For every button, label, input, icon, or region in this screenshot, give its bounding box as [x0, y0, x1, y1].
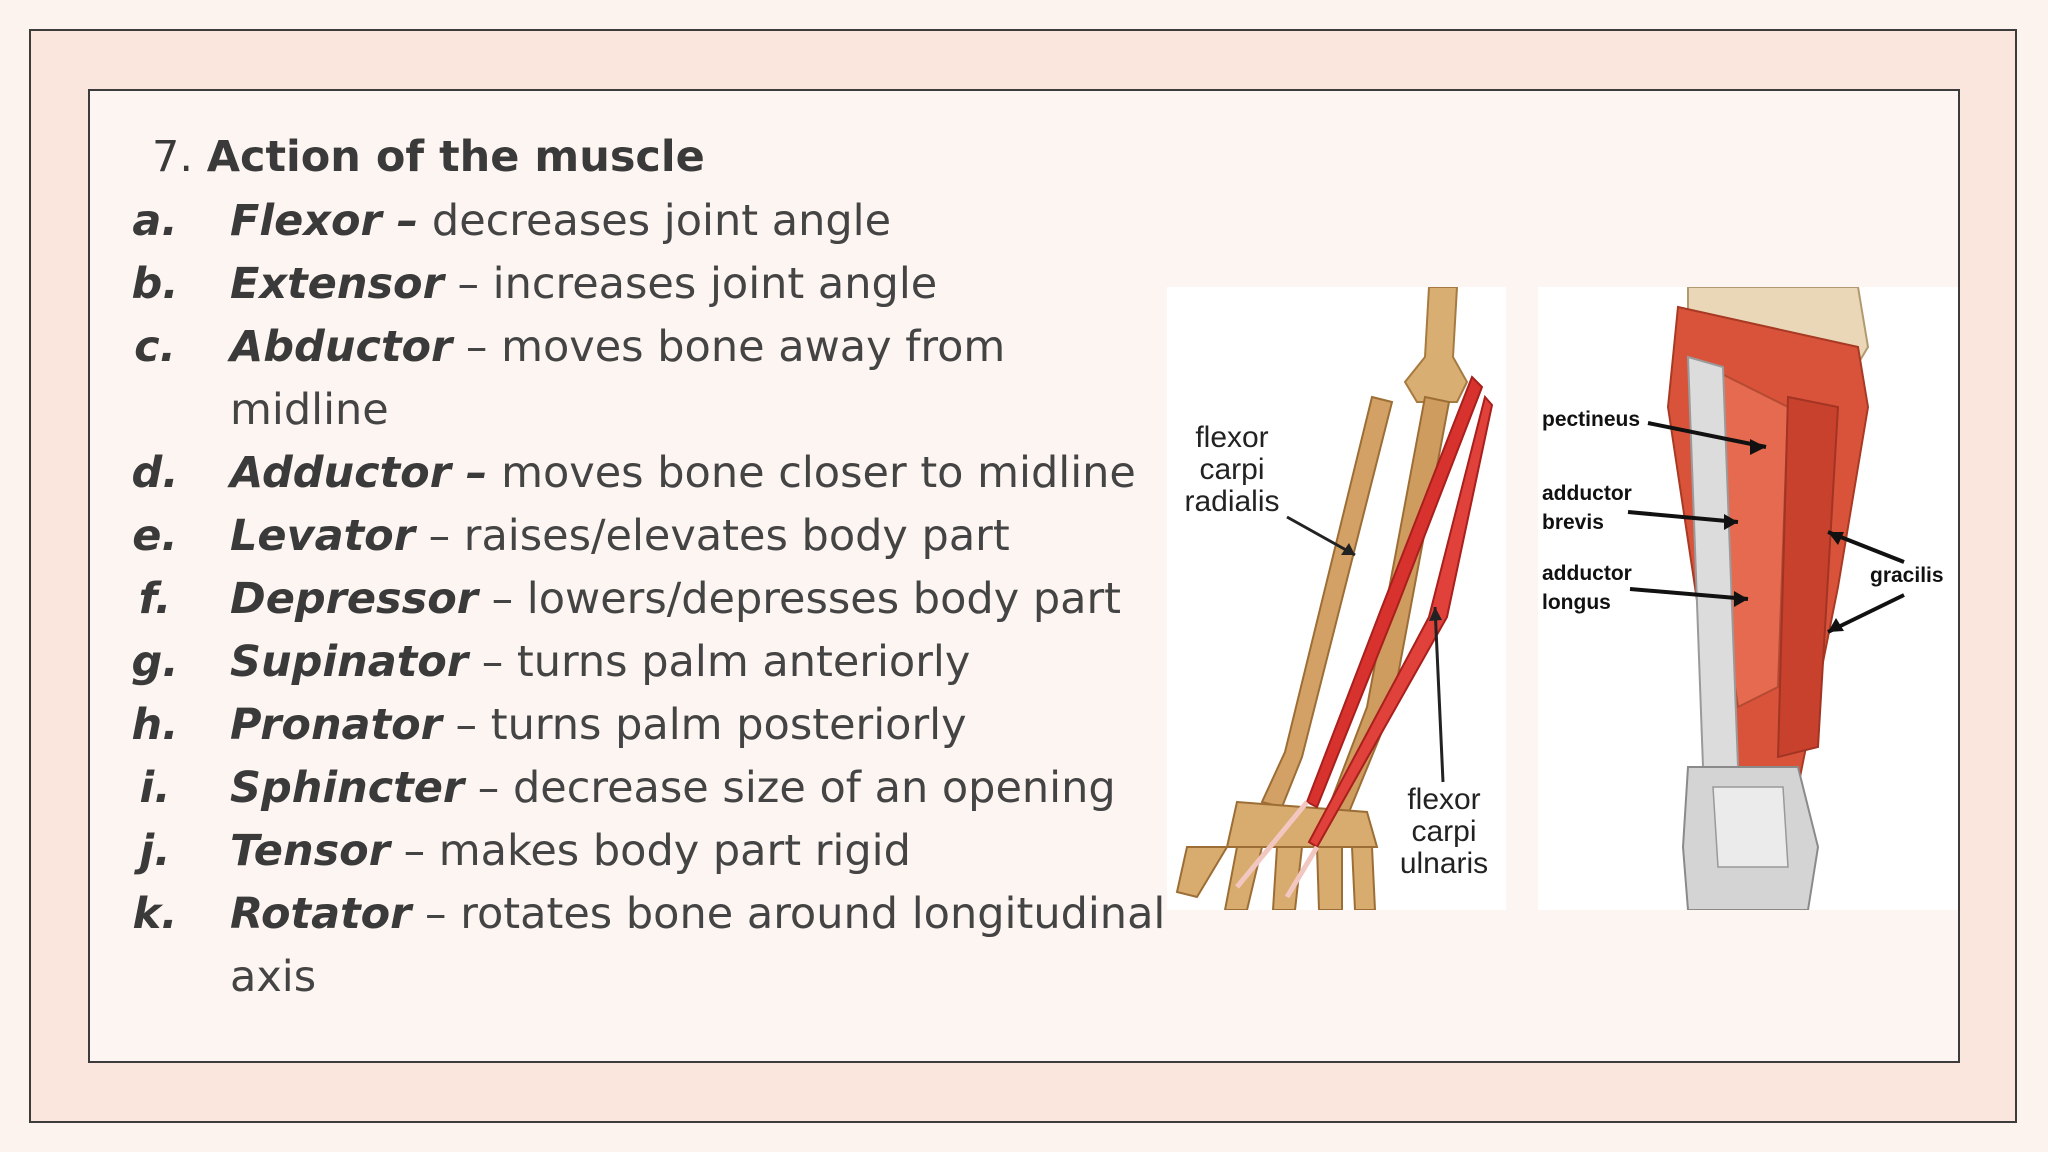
- list-letter: i.: [139, 763, 171, 813]
- list-desc: – turns palm anteriorly: [468, 637, 971, 687]
- slide-heading: 7. Action of the muscle: [152, 132, 705, 182]
- list-continuation: axis: [230, 952, 317, 1002]
- list-letter: a.: [132, 196, 178, 246]
- list-letter: c.: [134, 322, 176, 372]
- list-term: Sphincter: [230, 763, 465, 813]
- list-term: Depressor: [230, 574, 478, 624]
- pectineus-label: pectineus: [1542, 408, 1641, 431]
- list-term: Supinator: [230, 637, 469, 687]
- list-term: Adductor –: [230, 448, 488, 498]
- adductor-longus-label: adductor longus: [1542, 562, 1632, 614]
- forearm-drawing: [1175, 287, 1494, 910]
- list-letter: f.: [138, 574, 172, 624]
- list-letter: h.: [131, 700, 179, 750]
- list-desc: – rotates bone around longitudinal: [411, 889, 1166, 939]
- heading-title: Action of the muscle: [206, 132, 705, 182]
- list-desc: decreases joint angle: [418, 196, 892, 246]
- list-term: Abductor: [230, 322, 453, 372]
- list-letter: g.: [131, 637, 179, 687]
- list-term: Rotator: [230, 889, 412, 939]
- list-desc: moves bone closer to midline: [487, 448, 1136, 498]
- flexor-carpi-ulnaris-label: flexor carpi ulnaris: [1399, 783, 1489, 880]
- thigh-drawing: [1627, 287, 1905, 910]
- list-letter: d.: [131, 448, 179, 498]
- list-term: Flexor –: [230, 196, 419, 246]
- list-desc: – increases joint angle: [443, 259, 938, 309]
- list-letter: k.: [132, 889, 178, 939]
- list-desc: – raises/elevates body part: [414, 511, 1010, 561]
- list-desc: – makes body part rigid: [389, 826, 911, 876]
- list-desc: – decrease size of an opening: [464, 763, 1116, 813]
- list-continuation: midline: [230, 385, 389, 435]
- list-letter: j.: [139, 826, 171, 876]
- adductor-brevis-label: adductor brevis: [1542, 482, 1632, 534]
- flexor-carpi-radialis-label: flexor carpi radialis: [1184, 421, 1280, 518]
- forearm-illustration: flexor carpi radialis flexor carpi ulnar…: [1167, 287, 1506, 910]
- thigh-illustration: pectineus adductor brevis adductor longu…: [1538, 287, 1958, 910]
- list-letter: b.: [131, 259, 179, 309]
- list-term: Levator: [230, 511, 415, 561]
- list-term: Extensor: [230, 259, 444, 309]
- list-term: Tensor: [230, 826, 390, 876]
- heading-number: 7.: [152, 132, 194, 182]
- list-letter: e.: [132, 511, 178, 561]
- list-desc: – lowers/depresses body part: [477, 574, 1122, 624]
- gracilis-label: gracilis: [1870, 564, 1944, 587]
- list-desc: – turns palm posteriorly: [441, 700, 967, 750]
- list-term: Pronator: [230, 700, 442, 750]
- list-desc: – moves bone away from: [452, 322, 1006, 372]
